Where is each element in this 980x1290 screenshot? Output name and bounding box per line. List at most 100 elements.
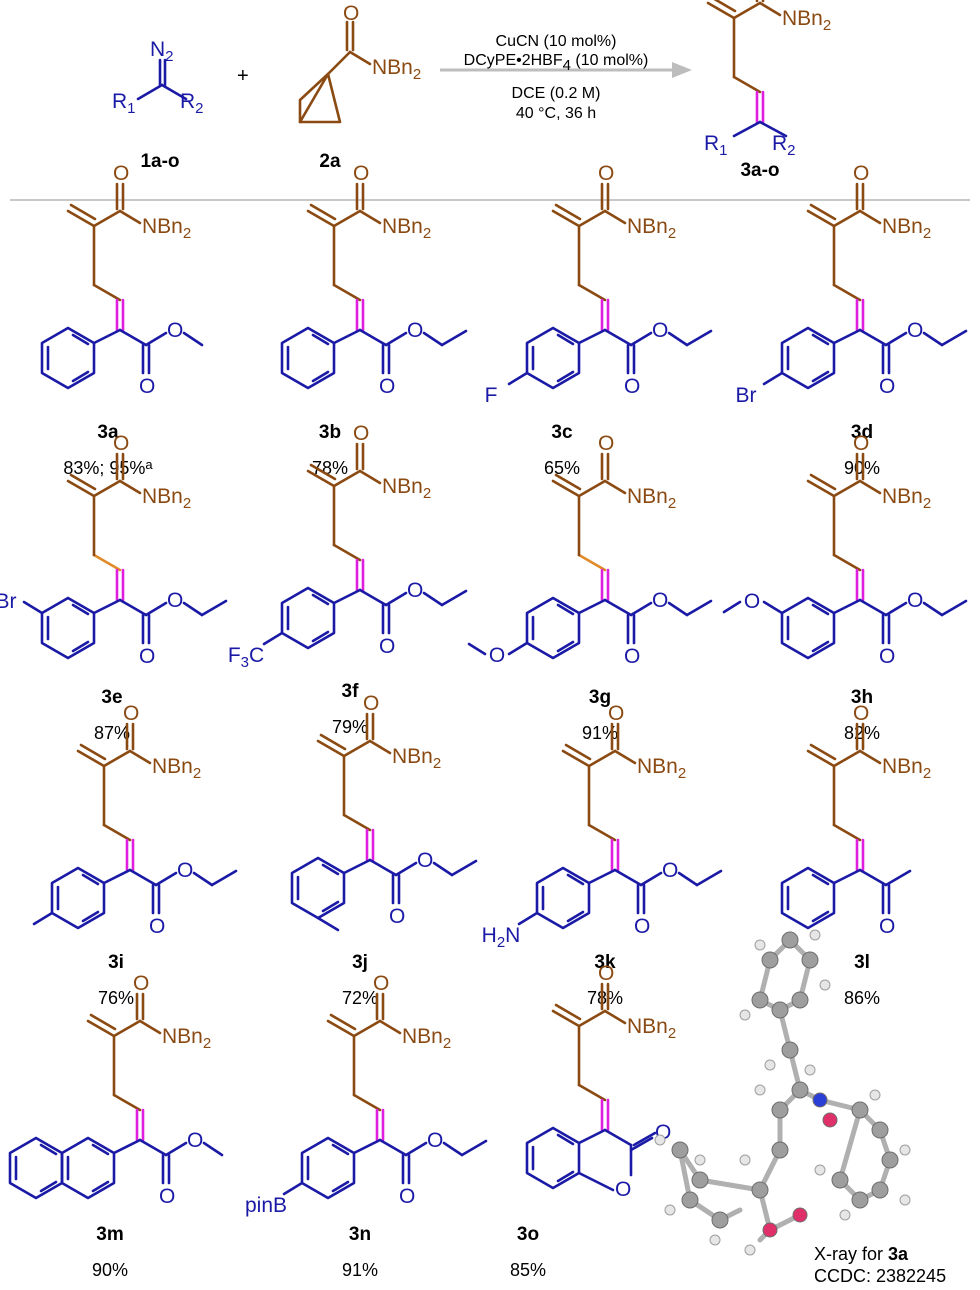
bond — [603, 1128, 633, 1147]
bond — [732, 1, 762, 20]
benzene-ring — [535, 866, 591, 930]
xray-hydrogen — [654, 1134, 666, 1146]
bond — [732, 120, 762, 138]
bond — [758, 1, 782, 17]
benzene-ring — [780, 866, 836, 930]
alkene-bond — [713, 0, 737, 13]
yield-3f: 79% — [332, 717, 368, 737]
carbonyl-bond — [632, 1131, 657, 1147]
bond — [858, 479, 882, 495]
bond — [210, 869, 238, 887]
amide-label: NBn2 — [402, 1025, 451, 1052]
ester-oxygen-label: O — [907, 319, 923, 342]
substituent-label: Br — [0, 590, 17, 613]
xray-bond — [697, 1177, 763, 1193]
compound-id-3o: 3o — [517, 1224, 539, 1245]
xray-hydrogen — [754, 1084, 766, 1096]
bond — [677, 871, 699, 887]
xray-hydrogen — [804, 1064, 816, 1076]
oxygen-label: O — [113, 162, 129, 185]
xray-atom — [771, 1101, 789, 1119]
condition-solvent: DCE (0.2 M) — [512, 85, 601, 102]
methylene-bond — [332, 543, 362, 562]
alkene-bond — [551, 1009, 581, 1028]
xray-hydrogen — [739, 1154, 751, 1166]
alkene-bond — [809, 743, 837, 761]
oxygen-label: O — [373, 972, 389, 995]
methylene-bond — [342, 813, 372, 832]
oxygen-label: O — [139, 375, 155, 398]
alkene-bond — [79, 743, 107, 761]
compound-id-3k: 3k — [594, 952, 616, 973]
bond — [884, 601, 908, 617]
bond — [358, 328, 388, 347]
oxygen-label: O — [399, 1185, 415, 1208]
oxygen-label: O — [879, 375, 895, 398]
benzene-ring — [525, 596, 581, 660]
alkene-bond — [706, 1, 736, 20]
xray-hydrogen — [764, 1059, 776, 1071]
alkene-bond — [551, 479, 581, 498]
bond — [722, 600, 742, 614]
bond — [192, 871, 214, 887]
carbonyl-bond — [629, 1136, 654, 1152]
methylene-bond — [352, 1093, 382, 1112]
xray-ccdc: CCDC: 2382245 — [814, 1266, 946, 1286]
bond — [884, 331, 908, 347]
xray-hydrogen — [819, 979, 831, 991]
bond — [262, 631, 284, 646]
xray-structure — [654, 929, 911, 1256]
bond — [282, 1181, 304, 1196]
oxygen-label: O — [133, 972, 149, 995]
bond — [92, 328, 122, 345]
alkene-bond — [806, 209, 836, 228]
alkene-bond — [319, 733, 347, 751]
bond — [332, 328, 362, 345]
xray-atom — [831, 1171, 849, 1189]
alkene-bond — [551, 209, 581, 228]
r2-label: R2 — [180, 90, 204, 117]
bond — [442, 1141, 464, 1157]
amide-label: NBn2 — [882, 485, 931, 512]
ester-oxygen-label: O — [427, 1129, 443, 1152]
ester-oxygen-label: O — [167, 589, 183, 612]
amide-label: NBn2 — [392, 745, 441, 772]
bond — [603, 209, 627, 225]
oxygen-label: O — [379, 375, 395, 398]
bond — [467, 642, 487, 656]
methylene-bond — [832, 553, 862, 572]
benzene-ring — [525, 326, 581, 390]
alkene-bond — [809, 473, 837, 491]
oxygen-label: O — [379, 635, 395, 658]
bond — [667, 601, 689, 617]
amide-label: NBn2 — [782, 7, 831, 34]
xray-hydrogen — [709, 1234, 721, 1246]
xray-hydrogen — [664, 1204, 676, 1216]
bond — [118, 598, 148, 617]
bond — [858, 598, 888, 617]
bond — [685, 329, 713, 347]
benzene-ring — [60, 1136, 116, 1200]
bond — [32, 911, 54, 926]
methylene-bond — [332, 283, 362, 302]
bond — [832, 598, 862, 615]
amide-label: NBn2 — [637, 755, 686, 782]
methoxy-oxygen-label: O — [489, 644, 505, 667]
yield-3l: 86% — [844, 988, 880, 1008]
benzene-ring — [290, 856, 346, 920]
yield-3b: 78% — [312, 458, 348, 478]
amide-label: NBn2 — [382, 475, 431, 502]
xray-atom — [812, 1092, 828, 1108]
xray-hydrogen — [839, 1209, 851, 1221]
xray-bond — [837, 1107, 863, 1183]
ester-oxygen-label: O — [417, 849, 433, 872]
compound-id-3i: 3i — [108, 952, 124, 973]
oxygen-label: O — [598, 432, 614, 455]
bond — [940, 599, 968, 617]
